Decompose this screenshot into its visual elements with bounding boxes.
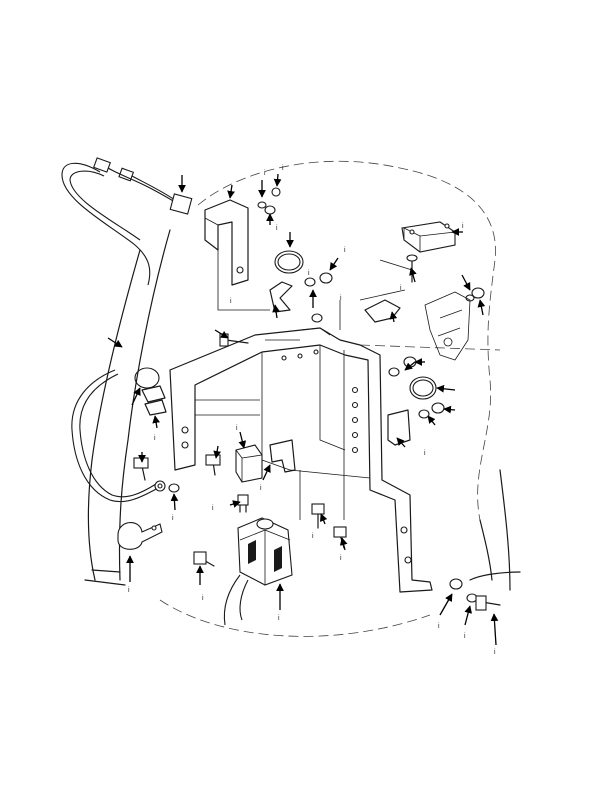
mounting-bracket — [169, 327, 433, 593]
ground-cable — [71, 369, 166, 503]
cable-clamp — [117, 522, 163, 550]
index-mark: i — [264, 170, 266, 177]
bolts — [133, 333, 501, 611]
index-mark: i — [236, 425, 238, 432]
vehicle-body-outline — [159, 160, 501, 637]
index-mark: i — [438, 623, 440, 630]
index-mark: i — [344, 247, 346, 254]
index-mark: i — [172, 515, 174, 522]
index-mark: i — [340, 295, 342, 302]
index-mark: i — [278, 615, 280, 622]
mounting-fixture — [424, 291, 471, 361]
index-mark: i — [276, 225, 278, 232]
index-mark: i — [424, 450, 426, 457]
index-mark: i — [462, 223, 464, 230]
index-mark: i — [464, 633, 466, 640]
callout-arrows — [107, 173, 499, 646]
relay-bracket — [204, 199, 249, 286]
index-mark: i — [230, 298, 232, 305]
upper-wiring-harness — [61, 157, 193, 286]
relay-module-top — [401, 221, 456, 253]
index-mark: i — [128, 587, 130, 594]
rings-and-washers — [134, 187, 485, 603]
index-mark: i — [282, 165, 284, 172]
body-panels — [84, 229, 521, 591]
index-mark: i — [340, 555, 342, 562]
index-mark: i — [308, 270, 310, 277]
index-marks: i i i i i i i i i i i i i i i i i i i i … — [128, 165, 496, 656]
control-module — [223, 517, 293, 626]
index-mark: i — [494, 649, 496, 656]
index-mark: i — [260, 485, 262, 492]
index-mark: i — [154, 435, 156, 442]
small-relay-and-fuse — [235, 444, 263, 513]
index-mark: i — [400, 285, 402, 292]
index-mark: i — [312, 533, 314, 540]
leader-lines — [217, 250, 413, 520]
index-mark: i — [202, 595, 204, 602]
index-mark: i — [212, 505, 214, 512]
